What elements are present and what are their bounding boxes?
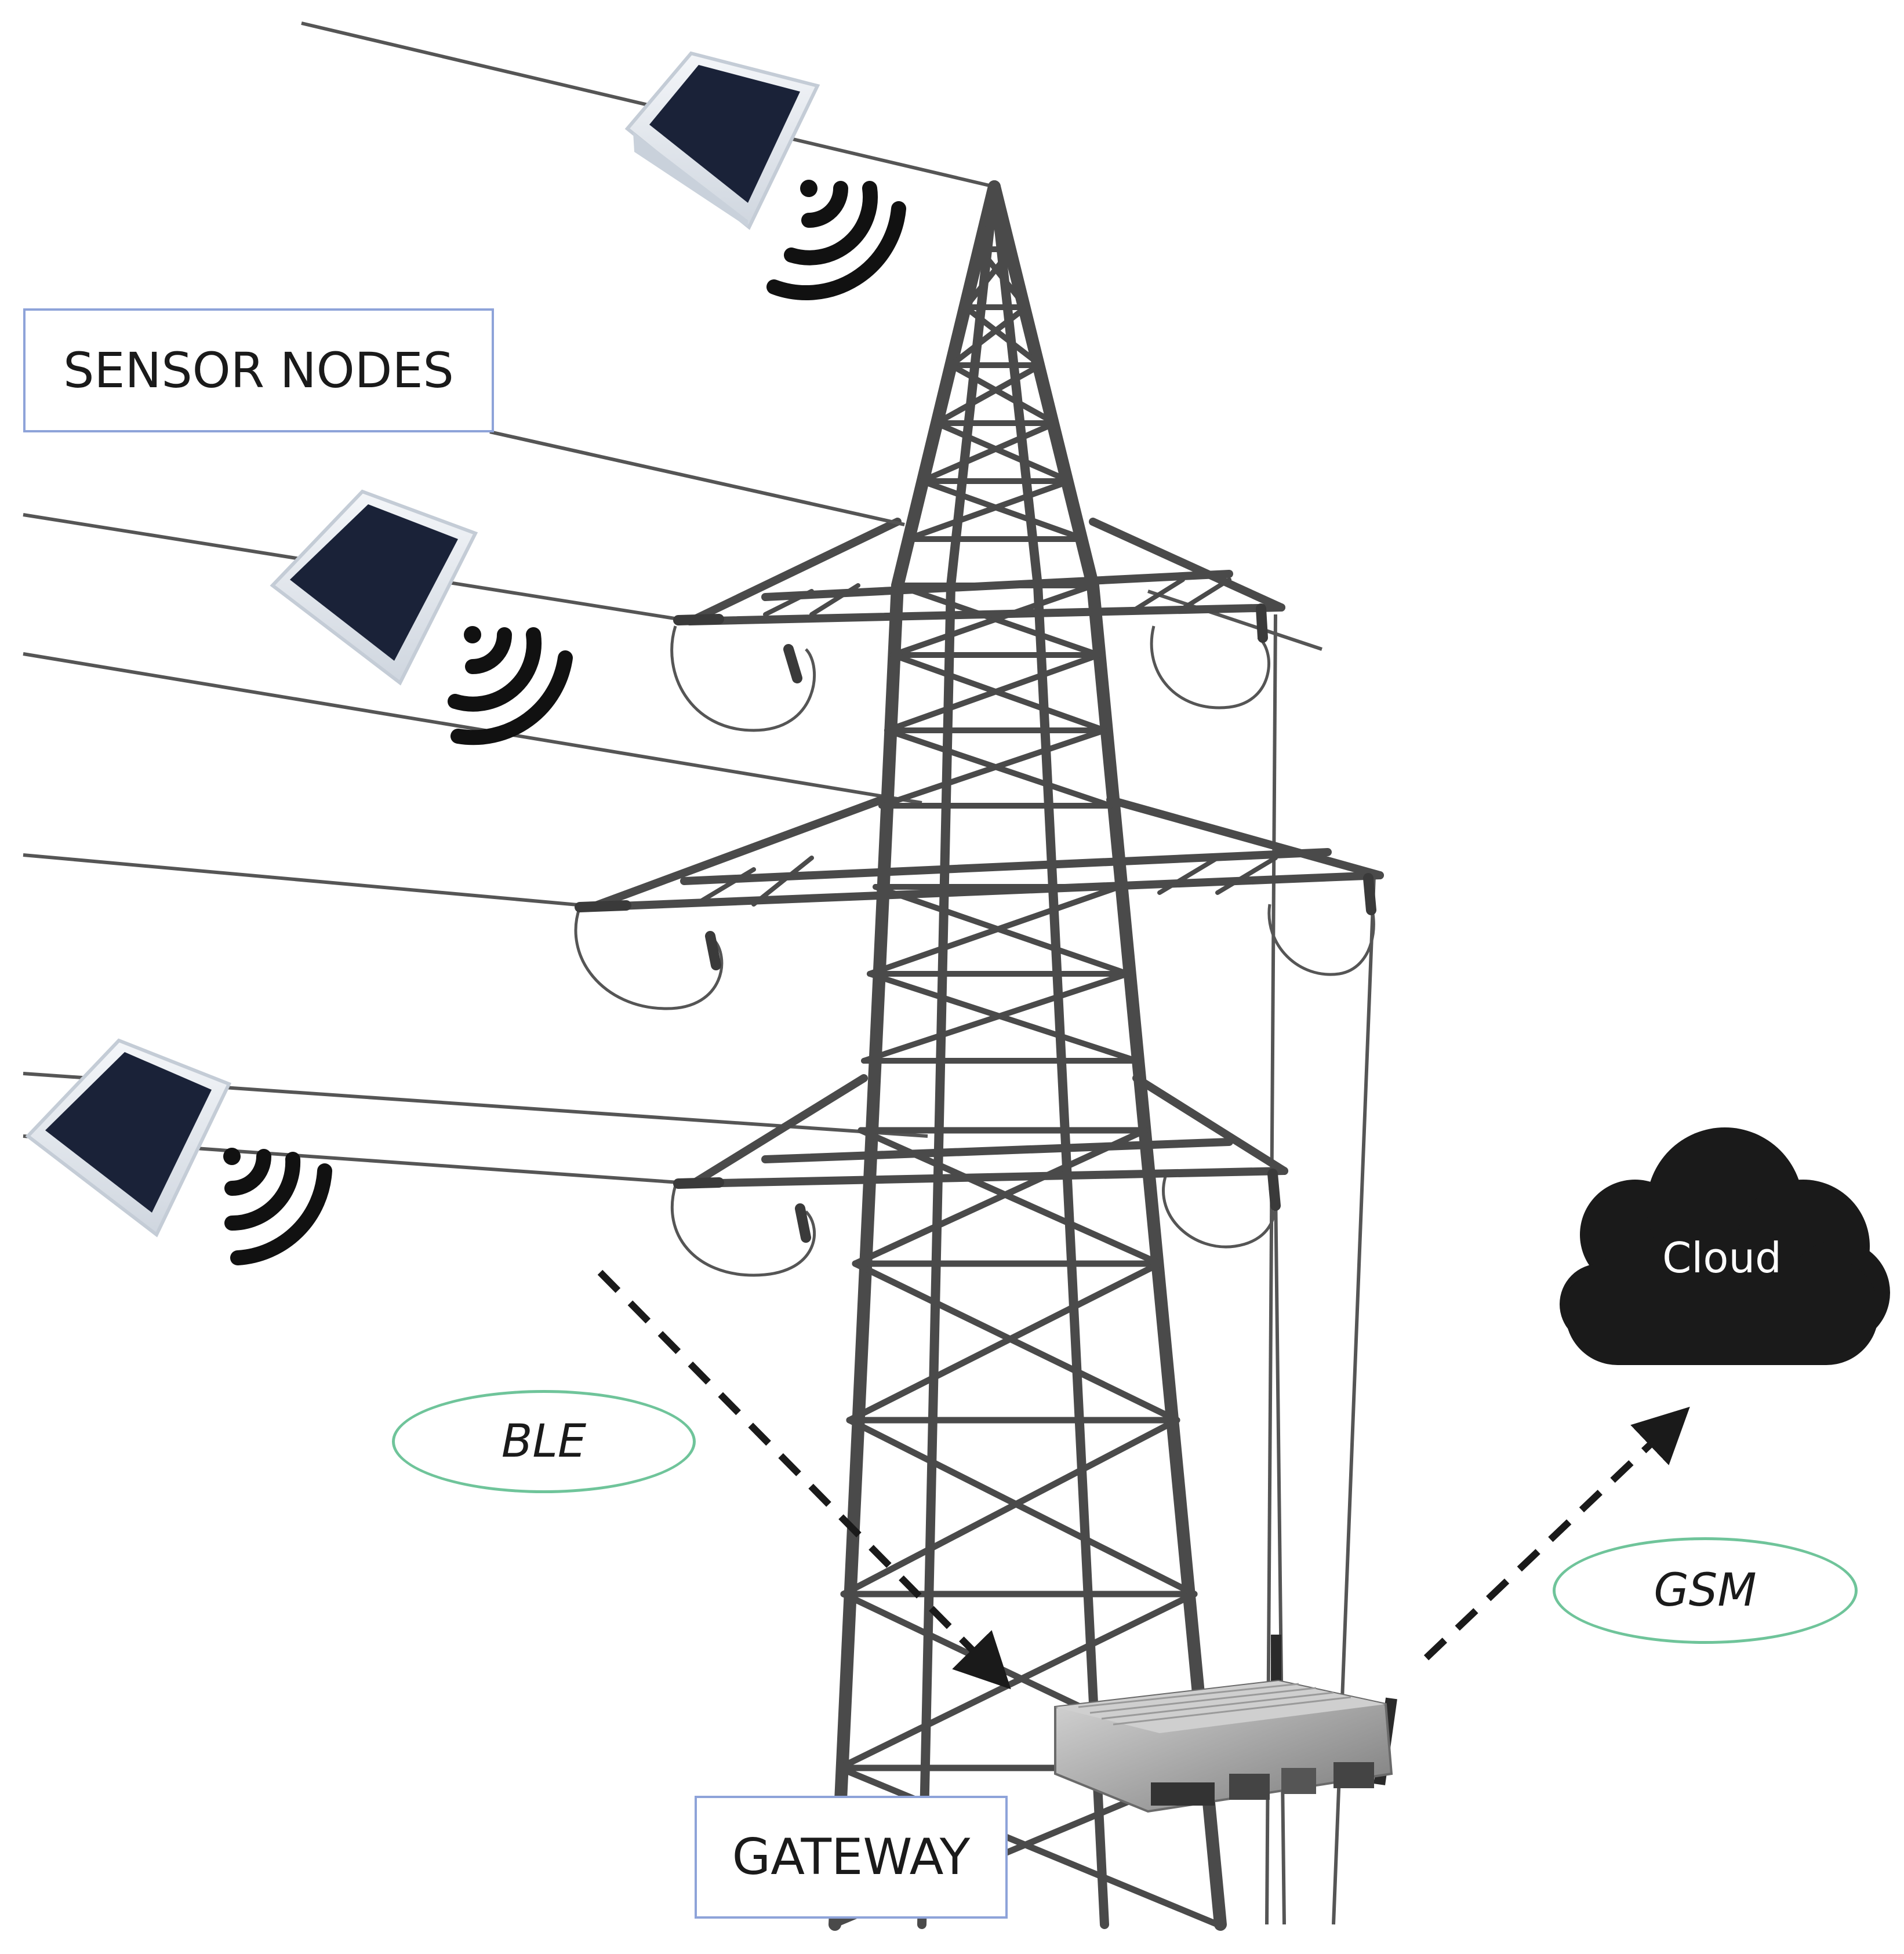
wireless-signal-icon [223,1148,332,1265]
wireless-signal-icon [448,626,573,745]
solar-sensor-box-icon [25,1038,232,1238]
sensor-label-pointer [489,430,905,526]
gateway-device-icon [1054,1635,1397,1813]
solar-sensor-box-icon [624,51,820,230]
solar-sensor-box-icon [270,489,478,686]
cloud-icon [1560,1127,1890,1365]
wireless-signal-icon [766,180,906,300]
gsm-arrow [1423,1406,1690,1661]
sensor-nodes-label: SENSOR NODES [23,308,494,432]
insulator-loops [574,625,1375,1277]
cloud-label: Cloud [1662,1233,1782,1282]
transmission-tower-icon [575,180,1384,1931]
ble-arrow [597,1269,1011,1690]
gateway-label: GATEWAY [695,1796,1008,1919]
ble-protocol-label: BLE [392,1390,696,1493]
gsm-protocol-label: GSM [1553,1537,1858,1644]
